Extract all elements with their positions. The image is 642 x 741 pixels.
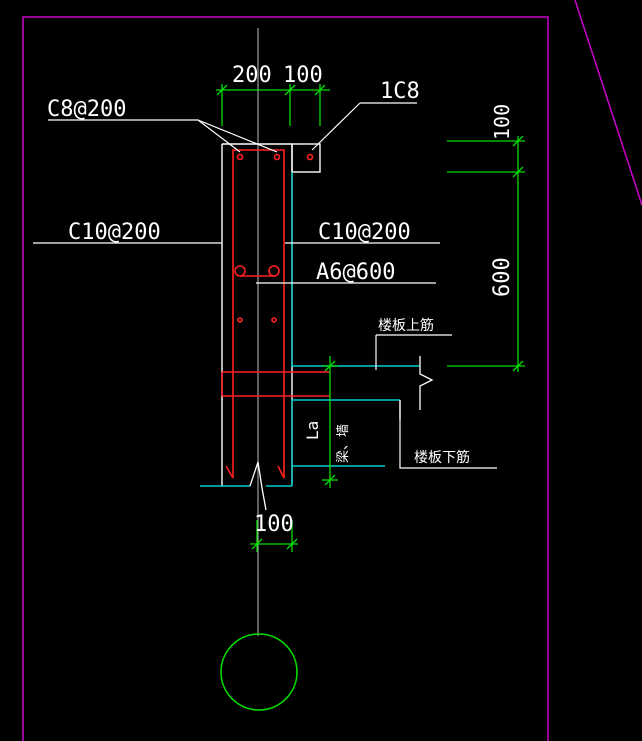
rebar-c10-right-label: C10@200	[318, 220, 411, 245]
axis-bubble	[220, 633, 298, 711]
leader-lines	[33, 102, 497, 469]
rebar-1c8-label: 1C8	[380, 79, 420, 104]
dim-200-label: 200	[232, 63, 272, 88]
rebar-c8-label: C8@200	[47, 97, 126, 122]
slab-bottom-rebar-label: 楼板下筋	[414, 449, 470, 466]
dim-100-right-label: 100	[490, 104, 514, 140]
dimension-lines	[216, 84, 525, 552]
rebar-c10-left-label: C10@200	[68, 220, 161, 245]
la-label: La	[303, 421, 322, 440]
rebar-cage	[221, 149, 330, 479]
slab-outline	[200, 172, 420, 487]
slab-top-rebar-label: 楼板上筋	[378, 317, 434, 334]
dim-100-top-label: 100	[283, 63, 323, 88]
drawing-frame	[22, 16, 549, 741]
frame-edge-line	[574, 0, 642, 206]
dim-100-bottom-label: 100	[254, 512, 294, 537]
beam-wall-label: 梁、墙	[336, 424, 351, 463]
dim-600-label: 600	[490, 257, 515, 297]
rebar-a6-label: A6@600	[316, 260, 395, 285]
